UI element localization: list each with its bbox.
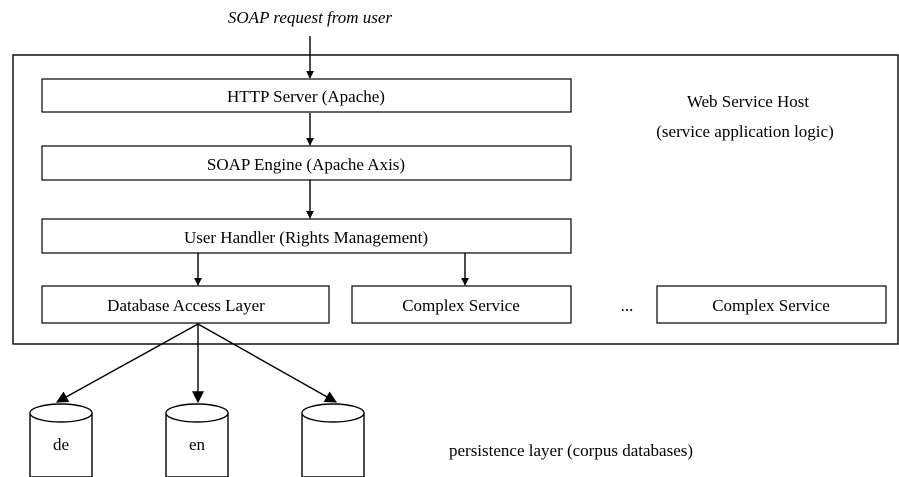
user-handler-label: User Handler (Rights Management) (184, 228, 428, 247)
http-server-label: HTTP Server (Apache) (227, 87, 385, 106)
web-service-host-frame (12, 54, 899, 345)
persistence-layer-label: persistence layer (corpus databases) (449, 441, 693, 460)
database-access-layer-label: Database Access Layer (107, 296, 265, 315)
database-de-cylinder: de (29, 403, 93, 477)
db-access-to-third-db-arrow (197, 323, 338, 403)
http-server-box: HTTP Server (Apache) (41, 78, 572, 113)
host-title: Web Service Host (687, 92, 810, 111)
database-en-label: en (189, 435, 206, 454)
database-de-label: de (53, 435, 69, 454)
host-subtitle: (service application logic) (656, 122, 833, 141)
complex-service-label-2: Complex Service (712, 296, 830, 315)
soap-engine-box: SOAP Engine (Apache Axis) (41, 145, 572, 181)
db-access-to-de-arrow (55, 323, 199, 403)
database-access-layer-box: Database Access Layer (41, 285, 330, 324)
database-en-cylinder: en (165, 403, 229, 477)
database-third-cylinder (301, 403, 365, 477)
user-handler-box: User Handler (Rights Management) (41, 218, 572, 254)
soap-request-label: SOAP request from user (228, 8, 393, 27)
more-services-ellipsis: ... (621, 296, 634, 315)
complex-service-box-2: Complex Service (656, 285, 887, 324)
complex-service-box: Complex Service (351, 285, 572, 324)
soap-engine-label: SOAP Engine (Apache Axis) (207, 155, 405, 174)
complex-service-label: Complex Service (402, 296, 520, 315)
